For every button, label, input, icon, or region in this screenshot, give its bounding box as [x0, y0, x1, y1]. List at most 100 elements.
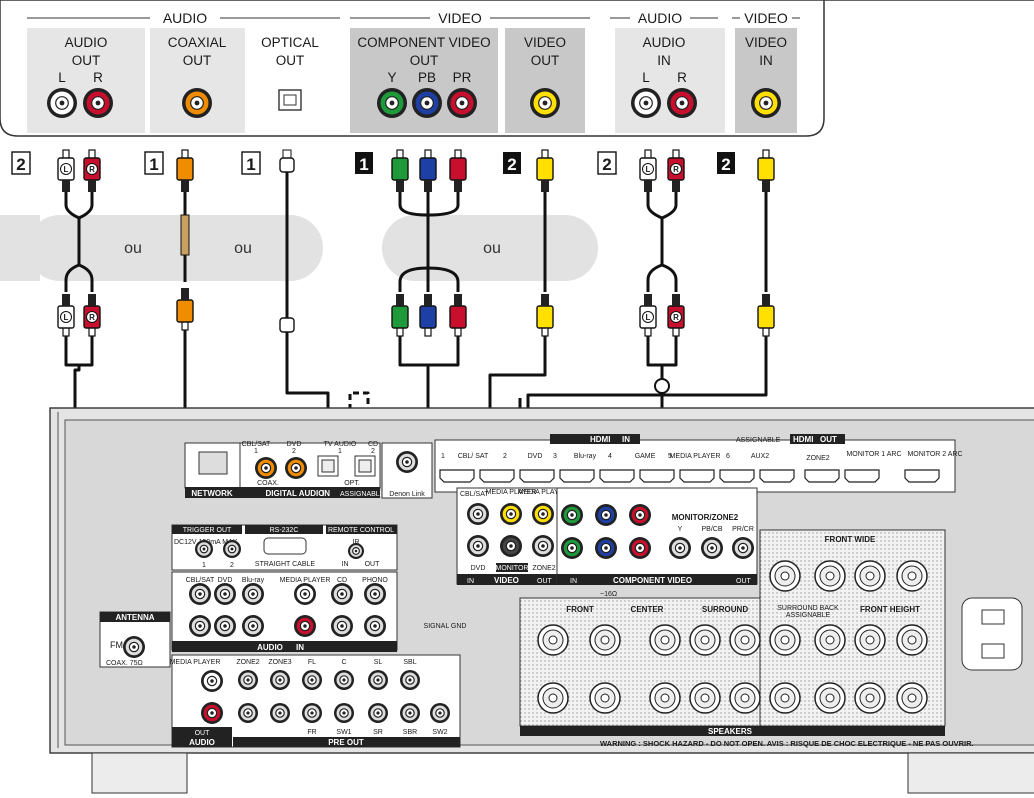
plug-component-pb-src	[419, 149, 437, 192]
hdmi-input-label-0: 1	[441, 453, 445, 460]
speaker-terminal-bottom-2	[649, 682, 681, 714]
audio-in-5-l-jack	[364, 583, 386, 605]
preout-bottom-0-jack	[238, 703, 258, 723]
receiver-jacks	[123, 451, 754, 724]
hdmi-port-3	[559, 469, 595, 483]
component-out-label: OUT	[736, 578, 752, 585]
coaxial-out-title: COAXIAL	[168, 35, 227, 50]
plug-video-in-rx	[757, 294, 775, 337]
hdmi-port-7	[719, 469, 755, 483]
audio-in-2-l-jack	[242, 583, 264, 605]
plug-coaxial-rx	[176, 288, 194, 331]
hdmi-input-label-4: 3	[553, 453, 557, 460]
plug-component-y-src	[391, 149, 409, 192]
denon-link-jack	[396, 451, 418, 473]
coax-cbl-label: CBL/SAT	[242, 441, 271, 448]
hdmi-in-label: IN	[622, 435, 630, 444]
preout-bottom-5-jack	[400, 703, 420, 723]
hdmi-port-2	[519, 469, 555, 483]
preout-top-0-jack	[238, 670, 258, 690]
or-label-2: ou	[234, 240, 252, 257]
video-out-title: VIDEO	[524, 35, 566, 50]
cable-audio-pair-top	[64, 192, 94, 220]
coax-dvd-label: DVD	[287, 441, 302, 448]
speaker-center-label: CENTER	[631, 605, 664, 614]
video-zone2-jack	[532, 535, 554, 557]
plug-component-pr-src	[449, 149, 467, 192]
badge-component: 1	[359, 155, 368, 174]
opt-tv-label: TV AUDIO	[324, 441, 357, 448]
coax-2-label: 2	[292, 448, 296, 455]
audio-in-subtitle: IN	[657, 53, 671, 68]
badge-video-out: 2	[507, 155, 516, 174]
component-out-pb-jack	[701, 537, 723, 559]
hdmi-monitor1-label: MONITOR 1 ARC	[846, 451, 901, 458]
speaker-front-label: FRONT	[566, 605, 594, 614]
video-monitor-label: MONITOR	[496, 565, 529, 572]
preout-top-3-jack	[334, 670, 354, 690]
audio-out-title: AUDIO	[65, 35, 108, 50]
coaxial-out-subtitle: OUT	[183, 53, 212, 68]
hdmi-label: HDMI	[590, 435, 610, 444]
analog-audio-in-section	[171, 571, 398, 651]
or-label-3: ou	[483, 240, 501, 257]
audio-in-col-2: Blu-ray	[242, 577, 265, 584]
hdmi-input-label-3: DVD	[528, 453, 543, 460]
impedance-label: ~16Ω	[600, 591, 617, 598]
speaker-front-wide-label: FRONT WIDE	[825, 535, 876, 544]
opt-cd-label: CD	[368, 441, 378, 448]
plug-video-out-src	[536, 149, 554, 192]
hdmi-port-8	[759, 469, 795, 483]
video-media-player-jack	[500, 503, 522, 525]
speakers-label: SPEAKERS	[708, 727, 753, 736]
speaker-terminal-bottom-8	[896, 682, 928, 714]
preout-media-player-label: MEDIA PLAYER	[170, 659, 221, 666]
network-port	[198, 451, 228, 475]
hdmi-ports	[439, 469, 940, 483]
video-out-subtitle: OUT	[531, 53, 560, 68]
plug-audio-in-l-rx-mark: L	[64, 313, 69, 322]
ac-inlet	[961, 597, 1023, 671]
component-in-2-pr-jack	[629, 537, 651, 559]
video-in-jack	[751, 88, 781, 118]
group-video-in-label: VIDEO	[744, 10, 788, 26]
fm-antenna-jack	[123, 636, 145, 658]
hdmi-input-label-6: 4	[608, 453, 612, 460]
speaker-terminal-top-5	[769, 624, 801, 656]
plug-audio-in-l-rx2-mark: L	[646, 313, 651, 322]
badge-audio-out: 2	[16, 155, 25, 174]
plug-optical-src	[279, 157, 295, 173]
video-media-player-out-jack	[532, 503, 554, 525]
plug-audio-out-r: R	[83, 149, 101, 192]
component-out-y-jack	[669, 537, 691, 559]
hdmi-input-label-9: MEDIA PLAYER	[670, 453, 721, 460]
cable-component-split	[398, 266, 460, 292]
audio-in-0-l-jack	[189, 583, 211, 605]
component-pr-jack	[447, 88, 477, 118]
plug-audio-in-r-src: R	[667, 149, 685, 192]
badge-coaxial: 1	[149, 155, 158, 174]
preout-sbl-label: SBL	[403, 659, 416, 666]
speaker-terminal-top-2	[649, 624, 681, 656]
hdmi-input-label-7: GAME	[635, 453, 656, 460]
audio-in-col-4: CD	[337, 577, 347, 584]
video-cbl-jack	[467, 503, 489, 525]
plug-video-in-src	[757, 149, 775, 192]
coax-1-label: 1	[254, 448, 258, 455]
video-zone2-label: ZONE2	[532, 565, 555, 572]
hdmi-port-0	[439, 469, 475, 483]
hdmi-out-title: HDMI	[793, 435, 813, 444]
preout-top-5-jack	[400, 670, 420, 690]
preout-top-1-jack	[270, 670, 290, 690]
component-in-1-pb-jack	[595, 504, 617, 526]
component-in-1-y-jack	[561, 504, 583, 526]
video-in-title: VIDEO	[745, 35, 787, 50]
audio-in-3-l-jack	[294, 583, 316, 605]
opt-label: OPT.	[344, 480, 360, 487]
hdmi-section	[434, 439, 956, 493]
hdmi-input-label-10: 6	[726, 453, 730, 460]
coax-in-1-jack	[255, 457, 277, 479]
